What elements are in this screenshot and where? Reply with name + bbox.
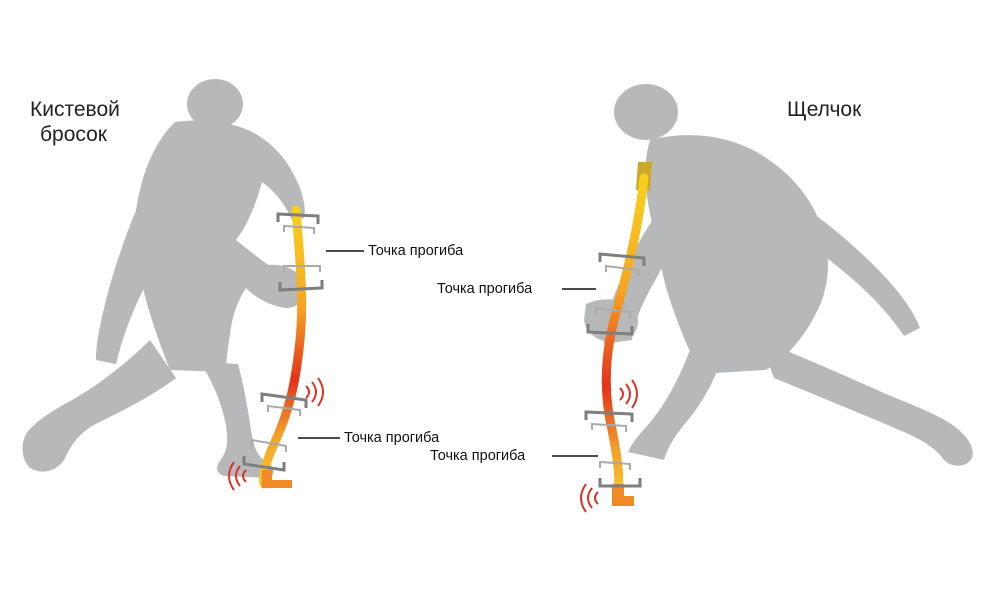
right-player-silhouette bbox=[584, 84, 973, 466]
right-title: Щелчок bbox=[787, 98, 862, 121]
left-flex-point-lower-label: Точка прогиба bbox=[344, 430, 440, 446]
left-flex-point-upper-label: Точка прогиба bbox=[368, 243, 464, 259]
right-flex-point-lower-label: Точка прогиба bbox=[430, 448, 526, 464]
left-flex-brackets bbox=[242, 212, 324, 472]
left-player-silhouette bbox=[22, 79, 305, 478]
left-leader-lines bbox=[298, 250, 364, 439]
right-vibration-icon bbox=[580, 379, 638, 513]
right-flex-point-upper-label: Точка прогиба bbox=[437, 281, 533, 297]
left-title-line1: Кистевой bbox=[30, 98, 120, 121]
right-stick bbox=[601, 162, 652, 506]
left-title: Кистевой бросок bbox=[30, 97, 120, 147]
right-flex-brackets bbox=[584, 252, 646, 488]
left-vibration-icon bbox=[228, 377, 324, 491]
left-title-line2: бросок bbox=[40, 123, 107, 146]
right-leader-lines bbox=[552, 288, 598, 457]
left-stick bbox=[259, 205, 307, 489]
